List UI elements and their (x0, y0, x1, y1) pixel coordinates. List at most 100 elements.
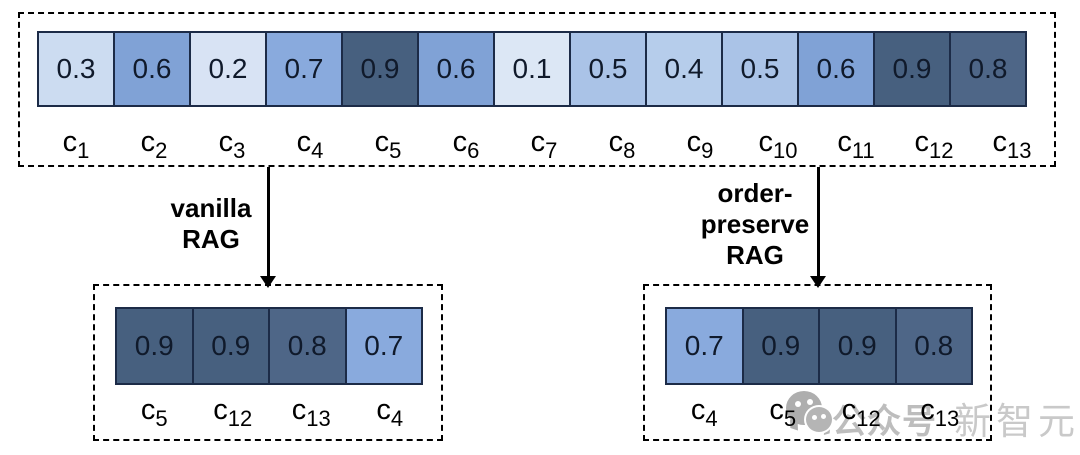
chunk-index: 3 (233, 138, 246, 163)
chunk-letter: c (374, 126, 390, 158)
chunk-index: 2 (155, 138, 168, 163)
chunk-label-c4: c4 (351, 390, 430, 430)
chunk-letter: c (837, 126, 852, 158)
chunk-letter: c (690, 394, 706, 426)
chunk-score: 0.2 (208, 53, 248, 84)
chunk-cell-c2: 0.6 (113, 31, 191, 107)
chunk-index: 4 (311, 138, 324, 163)
chunk-cell-c10: 0.5 (721, 31, 799, 107)
chunk-index: 5 (783, 406, 797, 431)
chunk-cell-c4: 0.7 (344, 307, 423, 385)
chunk-letter: c (213, 394, 228, 426)
wechat-bubble-small-icon (806, 407, 832, 432)
chunk-letter: c (291, 394, 307, 426)
chunk-letter: c (769, 394, 784, 426)
chunk-score: 0.5 (740, 53, 780, 84)
chunk-label-c4: c4 (665, 390, 744, 430)
branch-label-line: order- (717, 178, 793, 208)
chunk-cell-c9: 0.4 (645, 31, 723, 107)
chunk-label-c9: c9 (661, 122, 739, 162)
chunk-label-c5: c5 (349, 122, 427, 162)
chunk-score: 0.4 (664, 53, 704, 84)
chunk-cell-c13: 0.8 (268, 307, 347, 385)
chunk-letter: c (992, 126, 1008, 158)
chunk-label-c13: c13 (272, 390, 351, 430)
chunk-score: 0.1 (512, 53, 552, 84)
chunk-letter: c (218, 126, 234, 158)
chunk-cell-c11: 0.6 (797, 31, 875, 107)
chunk-score: 0.9 (837, 330, 877, 361)
chunk-cell-c12: 0.9 (818, 307, 897, 385)
chunk-index: 12 (227, 406, 253, 431)
chunk-letter: c (530, 126, 546, 158)
chunk-cell-c3: 0.2 (189, 31, 267, 107)
chunk-cell-c4: 0.7 (665, 307, 744, 385)
chunk-index: 13 (934, 406, 960, 431)
chunk-label-c12: c12 (822, 390, 901, 430)
chunk-cell-c6: 0.6 (417, 31, 495, 107)
chunk-index: 5 (155, 406, 168, 431)
chunk-label-c1: c1 (37, 122, 115, 162)
chunk-score: 0.9 (761, 330, 801, 361)
chunk-score: 0.8 (287, 330, 327, 361)
chunk-score: 0.6 (816, 53, 856, 84)
vanilla-rag-arrow (267, 167, 270, 277)
chunk-label-c6: c6 (427, 122, 505, 162)
chunk-letter: c (920, 394, 935, 426)
chunk-index: 5 (389, 138, 402, 163)
chunk-letter: c (758, 126, 774, 158)
chunk-letter: c (914, 126, 930, 158)
chunk-score: 0.9 (134, 330, 174, 361)
chunk-score: 0.7 (284, 53, 324, 84)
chunk-score: 0.9 (360, 53, 400, 84)
chunk-letter: c (841, 394, 857, 426)
chunk-index: 4 (390, 406, 404, 431)
chunk-label-c5: c5 (115, 390, 194, 430)
chunk-letter: c (140, 126, 156, 158)
chunk-cell-c13: 0.8 (949, 31, 1027, 107)
top-chunk-strip: 0.3 0.6 0.2 0.7 0.9 0.6 0.1 0.5 0.4 0.5 0.6 0.9 0.8 (37, 31, 1027, 107)
chunk-label-c2: c2 (115, 122, 193, 162)
chunk-cell-c8: 0.5 (569, 31, 647, 107)
chunk-label-c5: c5 (744, 390, 823, 430)
branch-label-line: RAG (182, 224, 240, 254)
chunk-index: 12 (856, 406, 881, 431)
chunk-score: 0.7 (364, 330, 404, 361)
chunk-label-c12: c12 (194, 390, 273, 430)
chunk-index: 9 (701, 138, 714, 163)
chunk-index: 10 (773, 138, 798, 163)
watermark-text-secondary: 新智元 (954, 401, 1080, 442)
chunk-letter: c (296, 126, 312, 158)
chunk-letter: c (140, 394, 156, 426)
chunk-index: 7 (545, 138, 558, 163)
watermark-text-primary: 公众号 (832, 403, 937, 441)
branch-label-line: vanilla (170, 193, 252, 223)
chunk-index: 12 (929, 138, 954, 163)
chunk-label-c3: c3 (193, 122, 271, 162)
chunk-score: 0.9 (892, 53, 932, 84)
vanilla-rag-strip: 0.9 0.9 0.8 0.7 (115, 307, 423, 385)
branch-label-line: RAG (726, 240, 784, 270)
chunk-letter: c (376, 394, 391, 426)
chunk-cell-c1: 0.3 (37, 31, 115, 107)
chunk-index: 11 (851, 138, 875, 163)
chunk-cell-c5: 0.9 (341, 31, 419, 107)
chunk-index: 6 (467, 138, 480, 163)
branch-label-line: preserve (700, 209, 810, 239)
chunk-score: 0.6 (132, 53, 172, 84)
chunk-letter: c (608, 126, 624, 158)
chunk-cell-c12: 0.9 (191, 307, 270, 385)
chunk-label-c7: c7 (505, 122, 583, 162)
chunk-index: 8 (623, 138, 636, 163)
chunk-score: 0.9 (211, 330, 251, 361)
chunk-score: 0.7 (684, 330, 724, 361)
chunk-index: 13 (1007, 138, 1032, 163)
chunk-cell-c13: 0.8 (894, 307, 973, 385)
